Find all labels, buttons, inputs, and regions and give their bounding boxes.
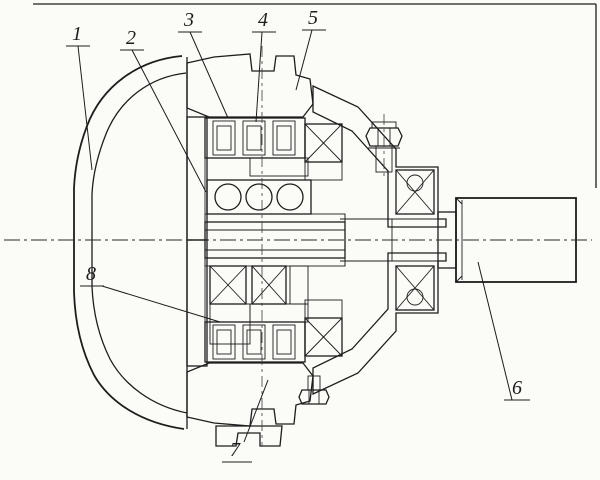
leader-5 [295, 29, 326, 91]
leader-2 [120, 49, 207, 193]
lower-hub-bearing-right [251, 265, 287, 305]
output-bearing-top [395, 169, 435, 215]
gear-rim-bottom [204, 321, 306, 363]
axis-centerline [4, 46, 592, 446]
leader-lines [66, 29, 530, 463]
bottom-housing-cap [186, 362, 314, 447]
leader-1 [66, 45, 93, 171]
lower-hub-block [209, 265, 309, 345]
part-label-8: 8 [86, 263, 96, 285]
top-housing-cap [186, 53, 314, 118]
right-housing-top [312, 84, 447, 228]
part-label-1: 1 [72, 23, 82, 45]
part-label-5: 5 [308, 7, 318, 29]
leader-8 [80, 285, 221, 323]
center-bearing-bottom [304, 299, 343, 357]
center-bearing-top [304, 123, 343, 181]
leader-3 [178, 31, 229, 119]
output-bearing-bottom [395, 265, 435, 311]
bell-housing [73, 55, 188, 430]
clamp-bolt [365, 114, 403, 180]
leader-7 [222, 379, 269, 463]
spline-comb-top [249, 157, 309, 177]
hub-core [186, 116, 208, 367]
drain-bolt [298, 375, 330, 405]
gear-rim-top [204, 117, 306, 159]
leader-6 [477, 261, 530, 401]
right-housing-bottom [312, 252, 447, 396]
part-label-3: 3 [183, 9, 194, 31]
ball-bearing-row [206, 179, 312, 215]
part-label-7: 7 [230, 439, 241, 461]
spline-comb-bottom [249, 303, 309, 323]
part-label-4: 4 [258, 9, 268, 31]
part-label-2: 2 [126, 27, 136, 49]
leader-4 [252, 31, 276, 123]
part-label-6: 6 [512, 377, 522, 399]
sheet-frame [33, 3, 597, 188]
part-labels: 1 2 3 4 5 6 7 8 [72, 7, 522, 461]
lower-hub-bearing-left [209, 265, 247, 305]
